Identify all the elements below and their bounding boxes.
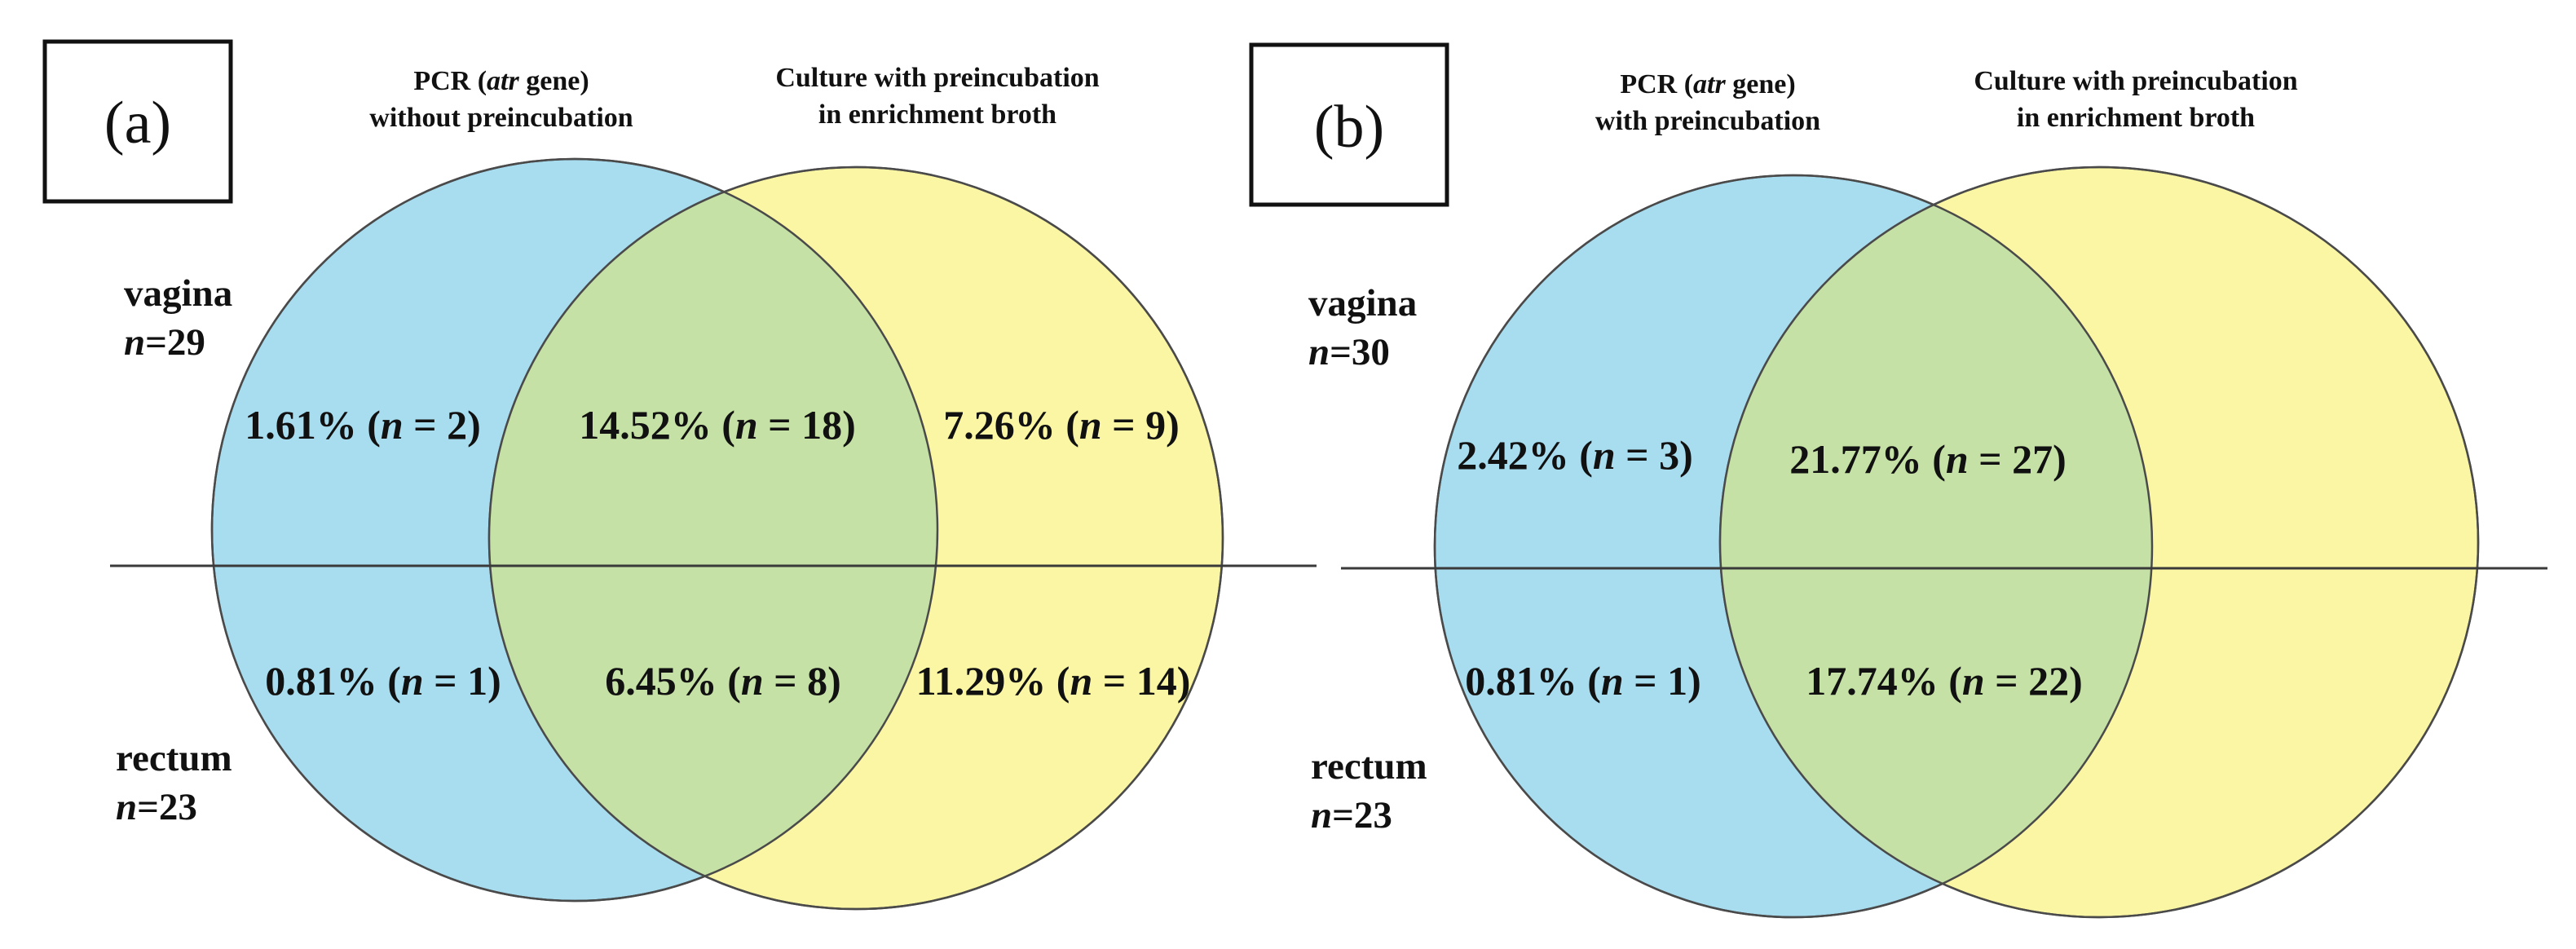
- panel-b-vagina-overlap: 21.77% (n = 27): [1789, 436, 2067, 482]
- panel-a-left-set-title: PCR (atr gene): [413, 66, 589, 96]
- panel-b: (b) PCR (atr gene) with preincubation Cu…: [1249, 42, 2547, 919]
- panel-b-vagina-pcr-only: 2.42% (n = 3): [1457, 432, 1693, 478]
- panel-b-vagina-label: vagina: [1308, 282, 1417, 324]
- panel-a-rectum-overlap: 6.45% (n = 8): [605, 658, 841, 704]
- panel-a-rectum-culture-only: 11.29% (n = 14): [916, 658, 1191, 704]
- panel-b-left-set-title: PCR (atr gene): [1620, 69, 1795, 99]
- panel-b-letter-box: [1249, 42, 1449, 207]
- panel-a-letter: (a): [104, 90, 171, 157]
- panel-b-rectum-n: n=23: [1311, 794, 1392, 836]
- panel-a-vagina-culture-only: 7.26% (n = 9): [943, 402, 1180, 448]
- panel-b-overlap-region: [1720, 175, 2152, 917]
- panel-a-pcr-circle-outline: [210, 157, 939, 903]
- panel-a-rectum-label: rectum: [116, 737, 232, 779]
- panel-a-vagina-overlap: 14.52% (n = 18): [579, 402, 856, 448]
- panel-a-vagina-n: n=29: [124, 321, 205, 364]
- panel-a-right-set-title: Culture with preincubation: [775, 63, 1099, 93]
- panel-a-right-set-subtitle: in enrichment broth: [818, 99, 1056, 130]
- panel-b-rectum-overlap: 17.74% (n = 22): [1806, 658, 2083, 704]
- panel-a-rectum-n: n=23: [116, 786, 197, 828]
- panel-a-letter-box: [42, 39, 233, 204]
- panel-b-pcr-circle-outline: [1433, 174, 2154, 919]
- panel-a-vagina-label: vagina: [124, 272, 232, 315]
- panel-a-rectum-pcr-only: 0.81% (n = 1): [265, 658, 501, 704]
- panel-a-left-set-subtitle: without preincubation: [369, 103, 633, 133]
- panel-b-rectum-pcr-only: 0.81% (n = 1): [1465, 658, 1701, 704]
- panel-a-culture-circle-outline: [487, 166, 1224, 911]
- panel-b-letter: (b): [1314, 94, 1384, 161]
- panel-b-left-set-subtitle: with preincubation: [1595, 106, 1820, 136]
- panel-a: (a) PCR (atr gene) without preincubation…: [42, 39, 1317, 911]
- panel-b-culture-circle-outline: [1718, 166, 2480, 919]
- panel-b-right-set-title: Culture with preincubation: [1974, 66, 2297, 96]
- panel-b-right-set-subtitle: in enrichment broth: [2017, 103, 2255, 133]
- panel-b-rectum-label: rectum: [1311, 745, 1427, 788]
- panel-b-vagina-n: n=30: [1308, 331, 1390, 373]
- panel-a-vagina-pcr-only: 1.61% (n = 2): [245, 402, 481, 448]
- panel-a-overlap-region: [489, 167, 937, 901]
